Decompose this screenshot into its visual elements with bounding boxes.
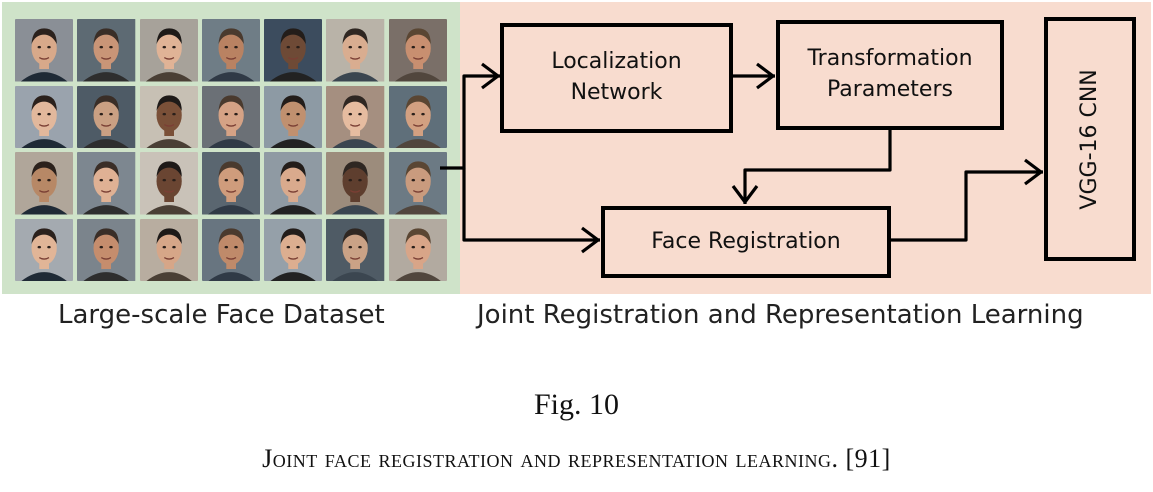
face-thumbnail (264, 152, 323, 215)
face-thumbnail (139, 152, 198, 215)
face-thumbnail (264, 85, 323, 148)
vgg16-cnn-box: VGG-16 CNN (1044, 17, 1136, 261)
face-thumbnail (326, 19, 385, 82)
figure-number: Fig. 10 (533, 388, 620, 421)
face-registration-label: Face Registration (651, 228, 841, 254)
face-thumbnail (139, 85, 198, 148)
transformation-label-line1: Transformation (807, 46, 973, 72)
face-thumbnail (77, 85, 136, 148)
vgg16-cnn-label: VGG-16 CNN (1076, 68, 1102, 210)
face-thumbnail (77, 19, 136, 82)
localization-label-line1: Localization (551, 49, 682, 75)
face-dataset-panel (2, 2, 460, 294)
face-thumbnail (388, 152, 447, 215)
face-thumbnail (388, 85, 447, 148)
face-thumbnail (15, 152, 74, 215)
face-thumbnail (388, 218, 447, 281)
face-thumbnail-grid (15, 19, 447, 281)
face-thumbnail (201, 85, 261, 148)
face-thumbnail (264, 19, 323, 82)
face-thumbnail (264, 218, 323, 281)
localization-network-box: Localization Network (500, 23, 733, 133)
localization-label-line2: Network (570, 80, 663, 105)
pipeline-caption: Joint Registration and Representation Le… (477, 300, 1084, 330)
face-thumbnail (139, 19, 198, 82)
face-thumbnail (201, 19, 261, 82)
face-thumbnail (388, 19, 447, 82)
face-thumbnail (139, 218, 198, 281)
face-thumbnail (77, 218, 136, 281)
transformation-label-line2: Parameters (827, 77, 953, 102)
face-thumbnail (326, 85, 385, 148)
face-thumbnail (201, 218, 261, 281)
figure-title-text: Joint face registration and representati… (262, 444, 891, 473)
face-registration-box: Face Registration (601, 206, 891, 278)
face-thumbnail (201, 152, 261, 215)
transformation-parameters-box: Transformation Parameters (776, 20, 1004, 130)
face-thumbnail (326, 218, 385, 281)
dataset-caption: Large-scale Face Dataset (58, 300, 385, 330)
face-thumbnail (15, 85, 74, 148)
face-thumbnail (15, 218, 74, 281)
face-thumbnail (77, 152, 136, 215)
figure-title: Joint face registration and representati… (0, 444, 1153, 474)
face-thumbnail (15, 19, 74, 82)
face-thumbnail (326, 152, 385, 215)
